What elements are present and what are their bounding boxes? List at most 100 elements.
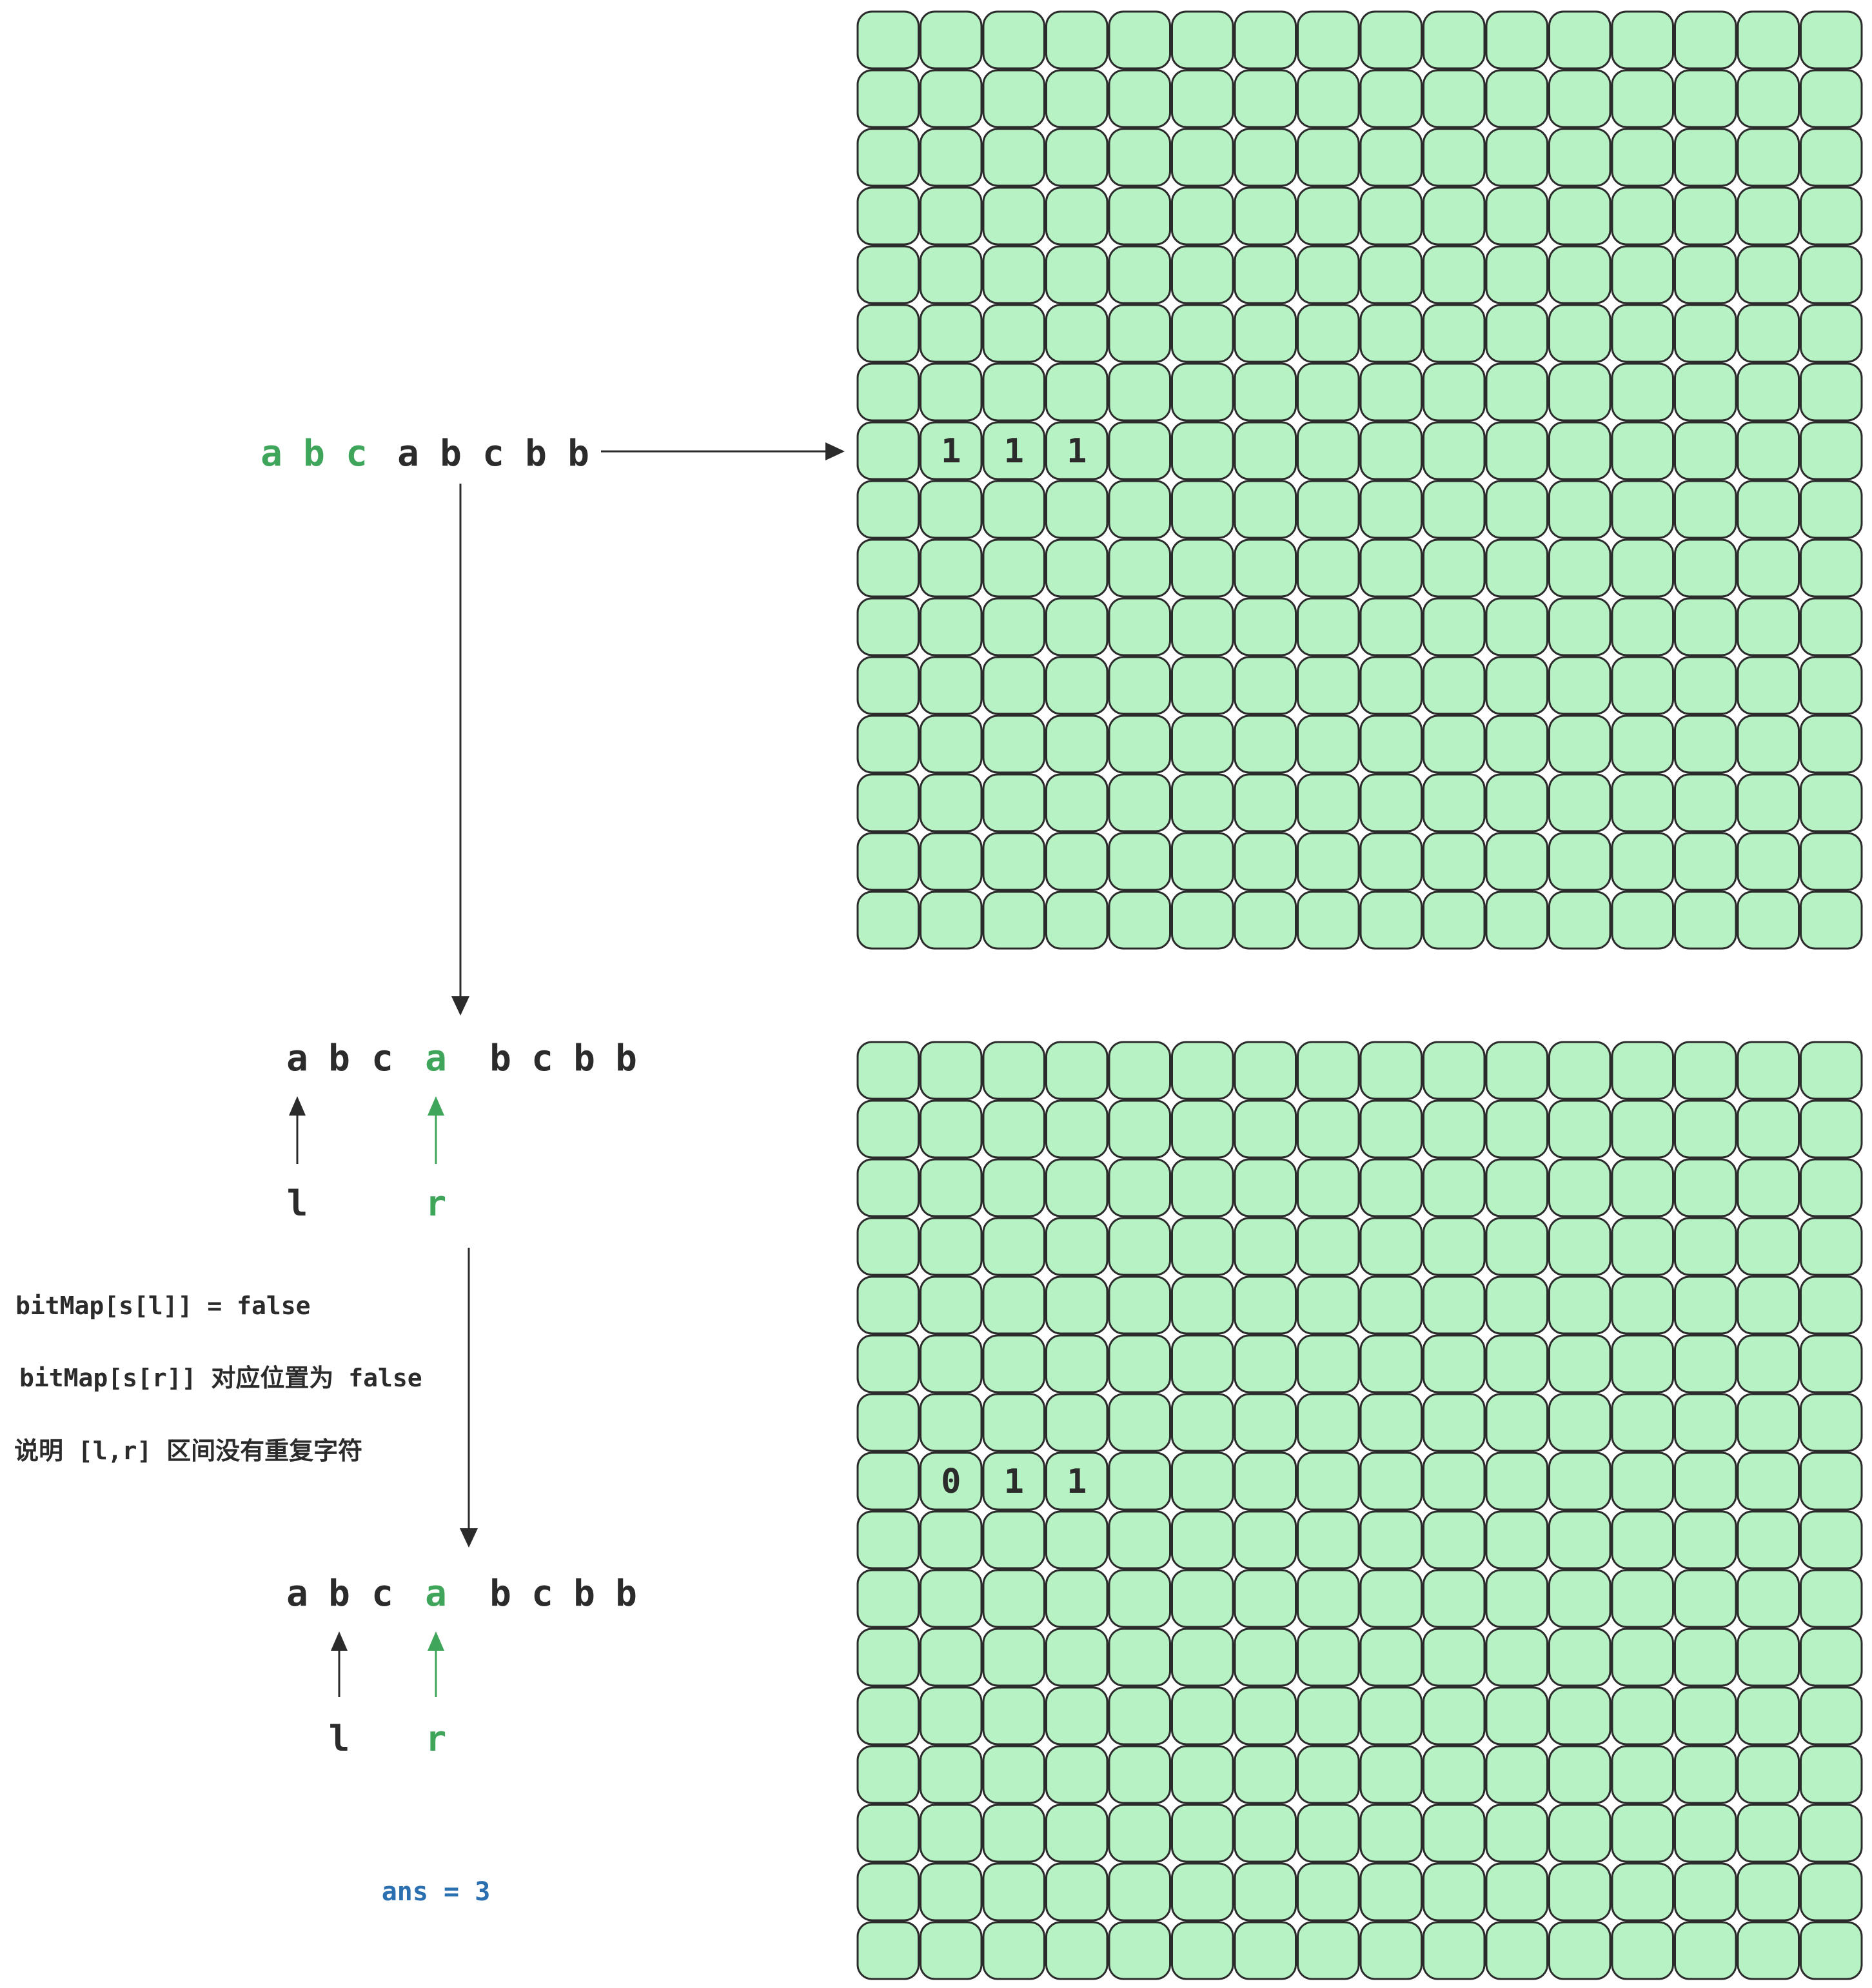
grid-cell (1171, 1628, 1234, 1687)
note-line-2: bitMap[s[r]] 对应位置为 false (19, 1364, 422, 1392)
grid-cell (856, 1334, 920, 1393)
grid-cell (1171, 362, 1234, 422)
grid-cell (1045, 656, 1108, 715)
grid-cell (1045, 10, 1108, 70)
grid-cell (1297, 304, 1360, 363)
grid-cell (1485, 245, 1548, 304)
grid-cell (920, 245, 983, 304)
grid-cell (1234, 304, 1297, 363)
grid-cell (1800, 480, 1863, 539)
grid-cell (856, 891, 920, 950)
grid-cell (1171, 1686, 1234, 1746)
grid-cell (1359, 1686, 1423, 1746)
grid-cell (856, 186, 920, 246)
grid-cell (982, 10, 1045, 70)
grid-cell (1800, 245, 1863, 304)
grid-cell (1611, 10, 1674, 70)
grid-cell (1611, 1686, 1674, 1746)
grid-cell (1548, 1275, 1611, 1335)
grid-cell (1800, 362, 1863, 422)
arrow-down-1 (451, 484, 469, 1016)
grid-cell (1234, 1862, 1297, 1922)
grid-cell (1548, 1628, 1611, 1687)
grid-cell (1045, 1745, 1108, 1804)
grid-cell (1359, 773, 1423, 832)
grid-cell (1674, 1686, 1737, 1746)
grid-cell (1171, 773, 1234, 832)
grid-cell (1171, 656, 1234, 715)
grid-cell (1171, 69, 1234, 128)
grid-cell (1108, 1804, 1171, 1863)
grid-cell (1548, 186, 1611, 246)
grid-cell (1737, 1628, 1800, 1687)
grid-cell (1800, 597, 1863, 656)
grid-cell (1423, 1569, 1486, 1628)
grid-cell (1611, 1921, 1674, 1980)
grid-cell (1108, 1686, 1171, 1746)
grid-cell (1359, 1393, 1423, 1452)
grid-cell (1359, 1217, 1423, 1276)
grid-cell (1548, 1510, 1611, 1570)
grid-cell (982, 1041, 1045, 1100)
grid-cell (1297, 128, 1360, 187)
arrow-to-top-grid (601, 442, 845, 460)
grid-cell (1485, 1510, 1548, 1570)
grid-cell (1485, 10, 1548, 70)
grid-cell (1674, 304, 1737, 363)
grid-cell (1674, 538, 1737, 598)
grid-cell (1359, 1158, 1423, 1217)
grid-cell (1234, 538, 1297, 598)
top-char-7: b (567, 433, 589, 475)
grid-cell (1234, 1217, 1297, 1276)
grid-cell (1171, 597, 1234, 656)
bottom-char-5: c (531, 1573, 553, 1615)
grid-cell (920, 421, 983, 480)
grid-cell (1171, 832, 1234, 891)
grid-cell (856, 1217, 920, 1276)
grid-cell (1674, 480, 1737, 539)
grid-cell (1234, 421, 1297, 480)
grid-cell (1674, 1452, 1737, 1511)
grid-cell (1297, 1452, 1360, 1511)
grid-cell (1234, 656, 1297, 715)
grid-cell (1234, 773, 1297, 832)
grid_top-value-2: 1 (1067, 432, 1087, 471)
grid-cell (1800, 1099, 1863, 1159)
grid-cell (1359, 69, 1423, 128)
grid-cell (1359, 1099, 1423, 1159)
grid-cell (982, 128, 1045, 187)
grid-cell (1800, 1275, 1863, 1335)
grid-cell (1548, 1745, 1611, 1804)
grid-cell (1611, 1628, 1674, 1687)
grid-cell (1737, 1099, 1800, 1159)
grid-cell (1423, 1804, 1486, 1863)
grid-cell (982, 69, 1045, 128)
arrow-down-2 (460, 1248, 478, 1548)
grid-cell (1674, 832, 1737, 891)
grid-cell (1548, 538, 1611, 598)
grid-cell (1297, 597, 1360, 656)
grid-cell (1045, 1921, 1108, 1980)
grid-cell (1423, 1334, 1486, 1393)
grid-cell (1423, 1862, 1486, 1922)
grid-cell (1045, 421, 1108, 480)
grid-cell (1611, 1275, 1674, 1335)
grid-cell (920, 1862, 983, 1922)
grid-cell (1108, 773, 1171, 832)
grid-cell (1045, 597, 1108, 656)
grid-cell (1045, 186, 1108, 246)
grid-cell (1548, 656, 1611, 715)
grid-cell (1423, 69, 1486, 128)
grid-cell (1171, 245, 1234, 304)
grid-cell (1423, 128, 1486, 187)
grid-cell (1485, 891, 1548, 950)
grid-cell (1108, 656, 1171, 715)
grid-cell (1485, 1217, 1548, 1276)
grid-cell (1297, 1921, 1360, 1980)
grid-cell (920, 10, 983, 70)
grid-cell (1737, 714, 1800, 774)
grid-cell (982, 891, 1045, 950)
grid-cell (1674, 1275, 1737, 1335)
